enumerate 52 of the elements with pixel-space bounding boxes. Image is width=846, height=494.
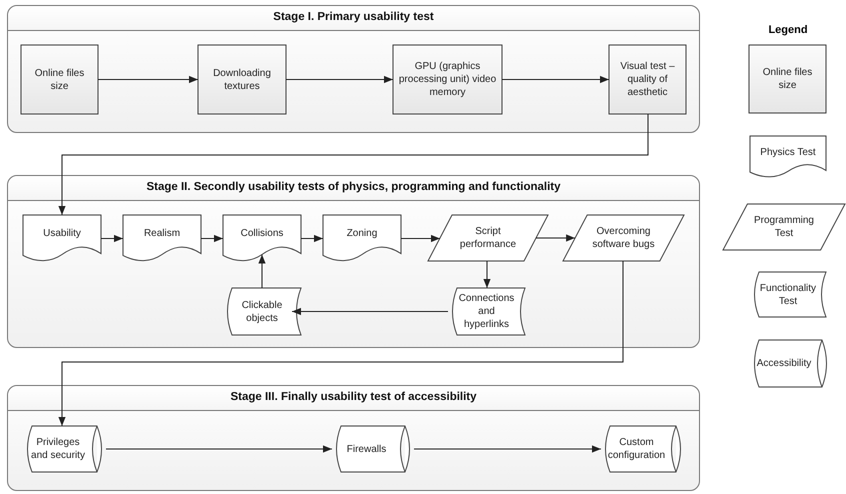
- node-label: Script performance: [458, 225, 518, 252]
- node-label: Usability: [42, 226, 82, 241]
- document-shape: [123, 215, 201, 262]
- data-parallelogram: [563, 215, 684, 261]
- node-label: Downloading textures: [212, 66, 272, 94]
- legend-label: Physics Test: [759, 146, 817, 160]
- arrow: [286, 76, 394, 84]
- arrow: [502, 76, 610, 84]
- document-shape: [323, 215, 401, 262]
- arrow: [536, 234, 576, 242]
- stage-title: Stage I. Primary usability test: [272, 11, 435, 23]
- arrow: [292, 308, 448, 316]
- legend-title: Legend: [767, 24, 809, 36]
- node-label: Visual test – quality of aesthetic: [619, 60, 676, 100]
- stage-panel: [7, 5, 700, 133]
- node-label: Firewalls: [346, 442, 388, 456]
- arrow: [58, 260, 624, 426]
- document-shape: [23, 215, 101, 262]
- arrow: [100, 234, 124, 242]
- stage-title: Stage II. Secondly usability tests of physics, programming and functionality: [145, 181, 562, 193]
- stage-panel: [7, 385, 700, 491]
- legend-label: Online files size: [762, 66, 814, 93]
- arrow: [400, 234, 440, 242]
- arrow: [414, 445, 602, 453]
- process-box: [198, 45, 286, 114]
- node-label: Overcoming software bugs: [591, 225, 656, 252]
- stage-title: Stage III. Finally usability test of accessibility: [229, 391, 478, 403]
- process-box: [393, 45, 502, 114]
- node-label: Online files size: [34, 66, 86, 94]
- arrow: [200, 234, 224, 242]
- legend-label: Programming Test: [752, 214, 815, 241]
- node-label: Custom configuration: [607, 436, 666, 463]
- node-label: Clickable objects: [240, 298, 284, 326]
- node-label: Zoning: [346, 226, 378, 241]
- node-label: GPU (graphics processing unit) video memory: [398, 60, 498, 100]
- arrow: [258, 254, 266, 288]
- arrow: [106, 445, 332, 453]
- node-label: Collisions: [240, 226, 284, 241]
- data-parallelogram: [428, 215, 548, 261]
- document-shape: [223, 215, 301, 262]
- node-label: Connections and hyperlinks: [458, 292, 516, 332]
- legend-label: Functionality Test: [759, 282, 817, 308]
- arrow: [98, 76, 198, 84]
- stage-panel: [7, 175, 700, 348]
- process-box: [609, 45, 686, 114]
- node-label: Realism: [142, 226, 182, 241]
- arrow: [483, 260, 491, 288]
- process-box: [21, 45, 98, 114]
- arrow: [300, 234, 324, 242]
- legend-label: Accessibility: [756, 357, 812, 371]
- arrow: [58, 114, 648, 216]
- node-label: Privileges and security: [30, 436, 86, 463]
